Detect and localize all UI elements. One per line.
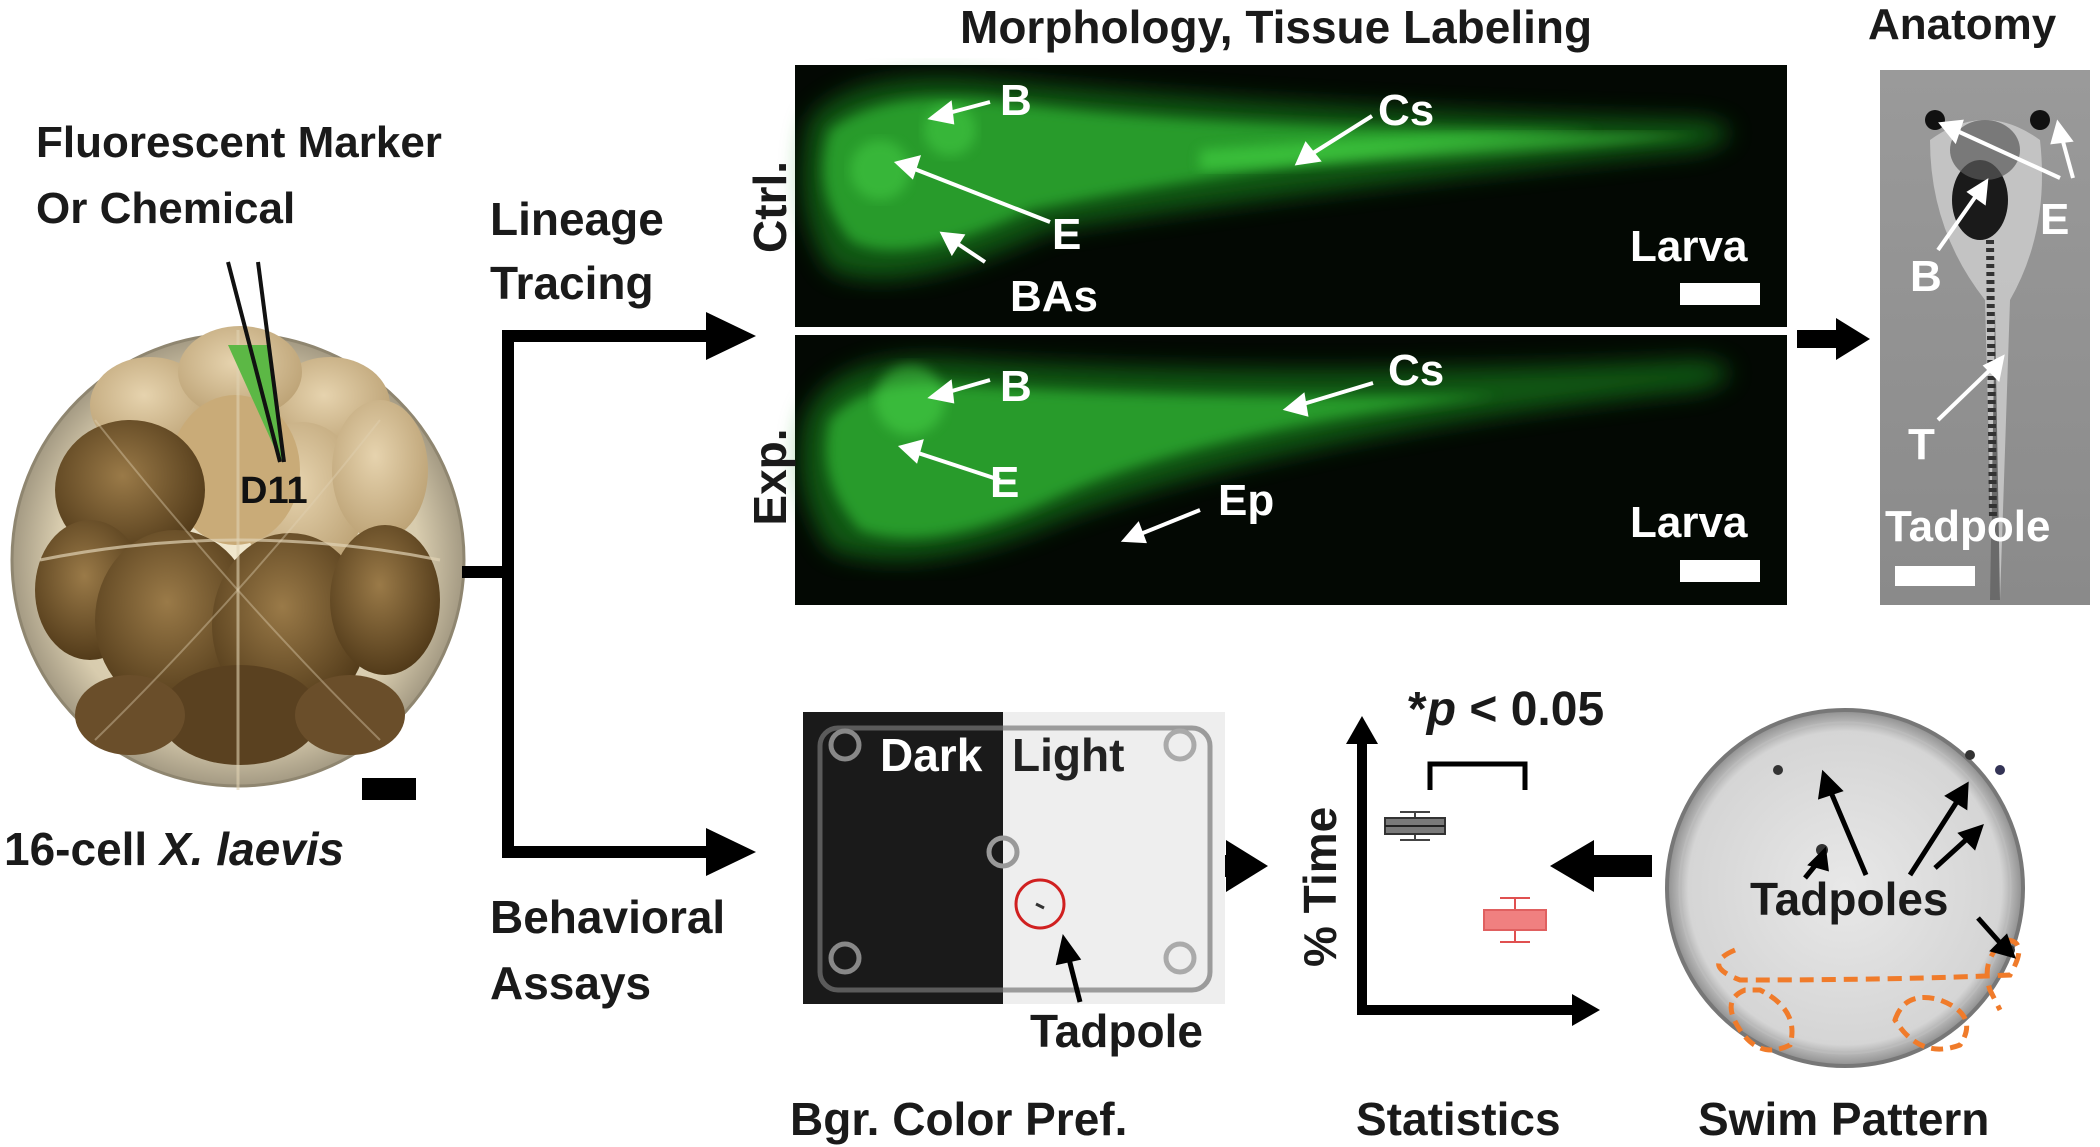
arrow-from-swim-head: [1550, 840, 1594, 892]
exp-scale-bar: [1680, 560, 1760, 582]
anatomy-annotation-arrows: [1936, 119, 2075, 422]
tadpole-anatomy-image: [1880, 70, 2090, 605]
arrow-to-lineage: [706, 312, 756, 360]
microinjection-pipette: [226, 261, 286, 463]
ctrl-stage-label: Larva: [1630, 222, 1748, 271]
cell-label-d11: D11: [240, 470, 308, 512]
swim-tadpole-pointer-arrows: [1803, 769, 2016, 959]
exp-row-label: Exp.: [744, 428, 796, 526]
anatomy-scale-bar: [1895, 566, 1975, 586]
tadpoles-label: Tadpoles: [1750, 873, 1949, 925]
significance-star: *: [1408, 683, 1427, 736]
embryo-caption: 16-cell X. laevis: [4, 822, 344, 876]
light-label: Light: [1012, 729, 1125, 781]
color-pref-caption: Bgr. Color Pref.: [790, 1093, 1128, 1145]
ctrl-label-cs: Cs: [1378, 86, 1435, 135]
arrow-to-anatomy-shaft: [1797, 330, 1839, 348]
marker-label-line1: Fluorescent Marker: [36, 118, 442, 167]
branch-lines: [462, 330, 710, 858]
exp-stage-label: Larva: [1630, 498, 1748, 547]
ctrl-label-b: B: [1000, 76, 1032, 125]
anatomy-label-e: E: [2040, 195, 2070, 244]
exp-label-b: B: [1000, 362, 1032, 411]
behavioral-label-line2: Assays: [490, 957, 652, 1009]
exp-label-cs: Cs: [1388, 346, 1445, 395]
swim-pattern-dish-image: [1665, 708, 2025, 1068]
morphology-title: Morphology, Tissue Labeling: [960, 1, 1593, 53]
exp-label-e: E: [990, 458, 1020, 507]
embryo-caption-species: X. laevis: [160, 823, 345, 875]
ctrl-label-bas: BAs: [1010, 272, 1099, 321]
arrow-to-behavior: [706, 828, 756, 876]
significance-p: p: [1426, 683, 1457, 736]
significance-label: *p < 0.05: [1408, 682, 1604, 737]
arrow-to-anatomy-head: [1836, 318, 1870, 360]
dark-label: Dark: [880, 729, 983, 781]
anatomy-title: Anatomy: [1868, 0, 2057, 49]
embryo-caption-prefix: 16-cell: [4, 823, 160, 875]
lineage-label-line1: Lineage: [490, 193, 664, 245]
exp-label-ep: Ep: [1218, 476, 1275, 525]
exp-larva-image: [795, 335, 1787, 605]
lineage-label-line2: Tracing: [490, 257, 654, 309]
behavioral-label-line1: Behavioral: [490, 891, 726, 943]
marker-label-line2: Or Chemical: [36, 184, 296, 233]
statistics-ylabel: % Time: [1294, 806, 1346, 967]
ctrl-row-label: Ctrl.: [744, 161, 796, 253]
tadpole-pointer-arrow: [1055, 934, 1083, 1003]
embryo-scale-bar: [362, 778, 416, 800]
arrow-from-swim-shaft: [1590, 855, 1652, 877]
statistics-caption: Statistics: [1356, 1093, 1561, 1145]
color-preference-dish-image: [803, 712, 1225, 1004]
anatomy-stage-label: Tadpole: [1885, 502, 2051, 551]
anatomy-label-t: T: [1908, 420, 1935, 469]
significance-threshold: < 0.05: [1456, 683, 1605, 736]
statistics-plot: [1346, 716, 1600, 1026]
ctrl-annotation-arrows: [893, 100, 1374, 264]
tadpole-label: Tadpole: [1030, 1005, 1203, 1057]
ctrl-label-e: E: [1052, 210, 1082, 259]
embryo-image: [10, 326, 466, 790]
exp-annotation-arrows: [897, 378, 1374, 544]
arrow-to-statistics-head: [1226, 840, 1268, 892]
anatomy-label-b: B: [1910, 252, 1942, 301]
ctrl-scale-bar: [1680, 283, 1760, 305]
swim-pattern-caption: Swim Pattern: [1698, 1093, 1990, 1145]
ctrl-larva-image: [795, 65, 1787, 327]
